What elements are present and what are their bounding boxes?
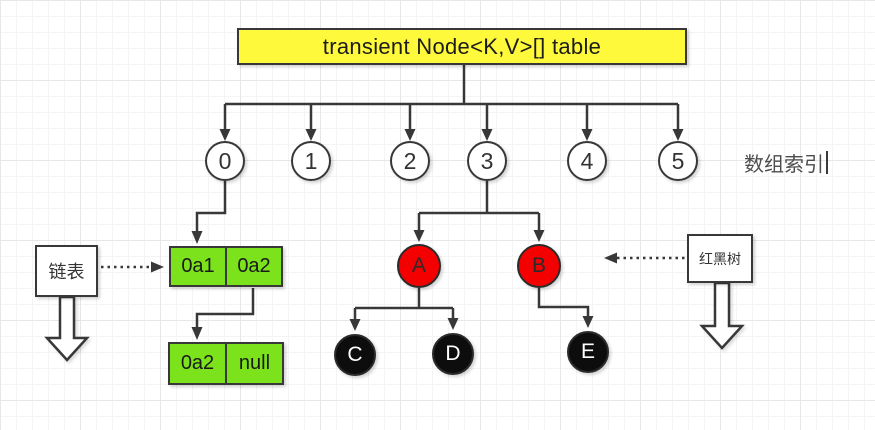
list-next-connector bbox=[195, 288, 255, 327]
tree-node-A-label: A bbox=[411, 254, 426, 277]
nodeB-child-connector bbox=[537, 288, 590, 317]
tree-node-D[interactable]: D bbox=[432, 333, 474, 375]
tree-node-E[interactable]: E bbox=[567, 331, 609, 373]
list-node-1-key: 0a1 bbox=[171, 248, 227, 285]
array-index-5[interactable]: 5 bbox=[658, 141, 698, 181]
rbtree-label: 红黑树 bbox=[699, 250, 741, 267]
tree-node-D-label: D bbox=[445, 342, 461, 365]
nodeA-children-connector bbox=[353, 288, 455, 320]
array-index-1[interactable]: 1 bbox=[291, 141, 331, 181]
dotted-arrowhead-left bbox=[604, 252, 617, 264]
list-node-1[interactable]: 0a1 0a2 bbox=[169, 246, 283, 287]
tree-node-C-label: C bbox=[347, 343, 363, 366]
linked-list-label-box[interactable]: 链表 bbox=[35, 245, 98, 297]
array-index-3[interactable]: 3 bbox=[467, 141, 507, 181]
array-caption-label: 数组索引 bbox=[744, 154, 824, 176]
tree-node-A[interactable]: A bbox=[397, 244, 441, 288]
index-3-label: 3 bbox=[480, 147, 494, 174]
tree-node-E-label: E bbox=[580, 340, 595, 363]
rbtree-label-box[interactable]: 红黑树 bbox=[687, 234, 753, 283]
index-4-label: 4 bbox=[580, 147, 594, 174]
hollow-down-arrow-left bbox=[44, 295, 90, 362]
tree-node-C[interactable]: C bbox=[334, 334, 376, 376]
array-caption[interactable]: 数组索引 bbox=[744, 148, 828, 177]
index0-to-list-connector bbox=[195, 181, 227, 231]
list-node-2[interactable]: 0a2 null bbox=[168, 342, 284, 385]
array-index-4[interactable]: 4 bbox=[567, 141, 607, 181]
array-index-2[interactable]: 2 bbox=[390, 141, 430, 181]
tree-node-B[interactable]: B bbox=[517, 244, 561, 288]
table-title-box[interactable]: transient Node<K,V>[] table bbox=[237, 28, 687, 65]
text-cursor bbox=[826, 151, 828, 174]
index-1-label: 1 bbox=[304, 147, 318, 174]
linked-list-label: 链表 bbox=[48, 262, 85, 282]
index3-to-tree-connector bbox=[417, 181, 541, 231]
index-2-label: 2 bbox=[403, 147, 417, 174]
tree-node-B-label: B bbox=[531, 254, 546, 277]
index-5-label: 5 bbox=[671, 147, 685, 174]
array-index-0[interactable]: 0 bbox=[205, 141, 245, 181]
list-node-2-key: 0a2 bbox=[170, 344, 227, 383]
index-0-label: 0 bbox=[218, 147, 232, 174]
list-node-1-next: 0a2 bbox=[237, 255, 271, 277]
list-node-2-next: null bbox=[238, 352, 271, 374]
hollow-down-arrow-right bbox=[699, 281, 745, 350]
table-title-label: transient Node<K,V>[] table bbox=[322, 33, 602, 59]
dotted-arrowhead-right bbox=[151, 261, 164, 273]
